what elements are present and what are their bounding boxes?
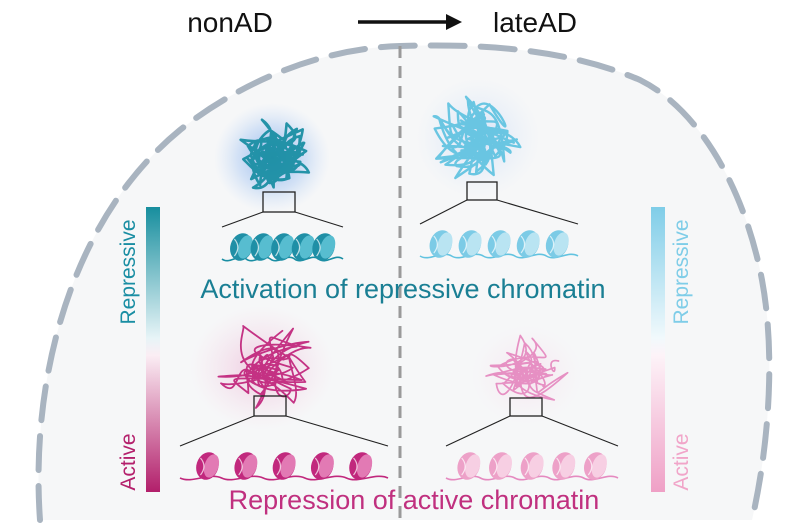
right-arrow-icon (358, 14, 462, 30)
nucleosome-icon (291, 233, 315, 261)
right-scale-bar (651, 207, 665, 492)
nucleosome-icon (230, 233, 253, 261)
active-caption: Repression of active chromatin (229, 485, 600, 515)
chromatin-tangle-nonad-active (217, 325, 312, 409)
nucleosome-icon (552, 452, 576, 480)
nucleosome-icon (520, 452, 544, 480)
nucleosome-icon (457, 452, 481, 480)
left-scale-bar (146, 207, 160, 492)
header-nonad-label: nonAD (187, 7, 273, 38)
fiber-latead-active (445, 397, 619, 481)
left-scale-active: Active (117, 433, 140, 490)
nucleosome-icon (310, 452, 334, 480)
nucleosome-icon (516, 230, 540, 258)
nucleosome-icon (429, 230, 453, 258)
chromatin-tangle-latead-repressive (432, 95, 522, 180)
left-scale-repressive: Repressive (117, 219, 140, 324)
nucleosome-icon (272, 452, 296, 480)
nucleosome-icon (458, 230, 482, 258)
nucleosome-icon (234, 452, 258, 480)
zoom-box (262, 191, 296, 213)
nucleosome-icon (196, 452, 220, 480)
nucleus-outline (35, 42, 773, 523)
nucleosome-icon (489, 452, 512, 480)
nucleosome-icon (271, 233, 295, 261)
nucleosome-icon (583, 452, 607, 480)
repressive-caption: Activation of repressive chromatin (200, 274, 605, 304)
chromatin-tangle-latead-active (485, 334, 569, 401)
zoom-box (509, 397, 543, 417)
zoom-box (466, 181, 498, 201)
chromatin-tangle-nonad-repressive (239, 118, 311, 190)
fiber-nonad-active (179, 395, 389, 481)
nucleosome-icon (312, 233, 336, 261)
nucleosome-icon (250, 233, 274, 261)
fiber-nonad-repressive (221, 191, 344, 262)
right-scale-repressive: Repressive (670, 219, 693, 324)
right-scale-active: Active (670, 433, 693, 490)
fiber-latead-repressive (419, 181, 579, 259)
nucleosome-icon (545, 230, 569, 258)
header-latead-label: lateAD (493, 7, 577, 38)
nucleosome-icon (487, 230, 511, 258)
nucleosome-icon (349, 452, 373, 480)
zoom-box (253, 395, 287, 417)
